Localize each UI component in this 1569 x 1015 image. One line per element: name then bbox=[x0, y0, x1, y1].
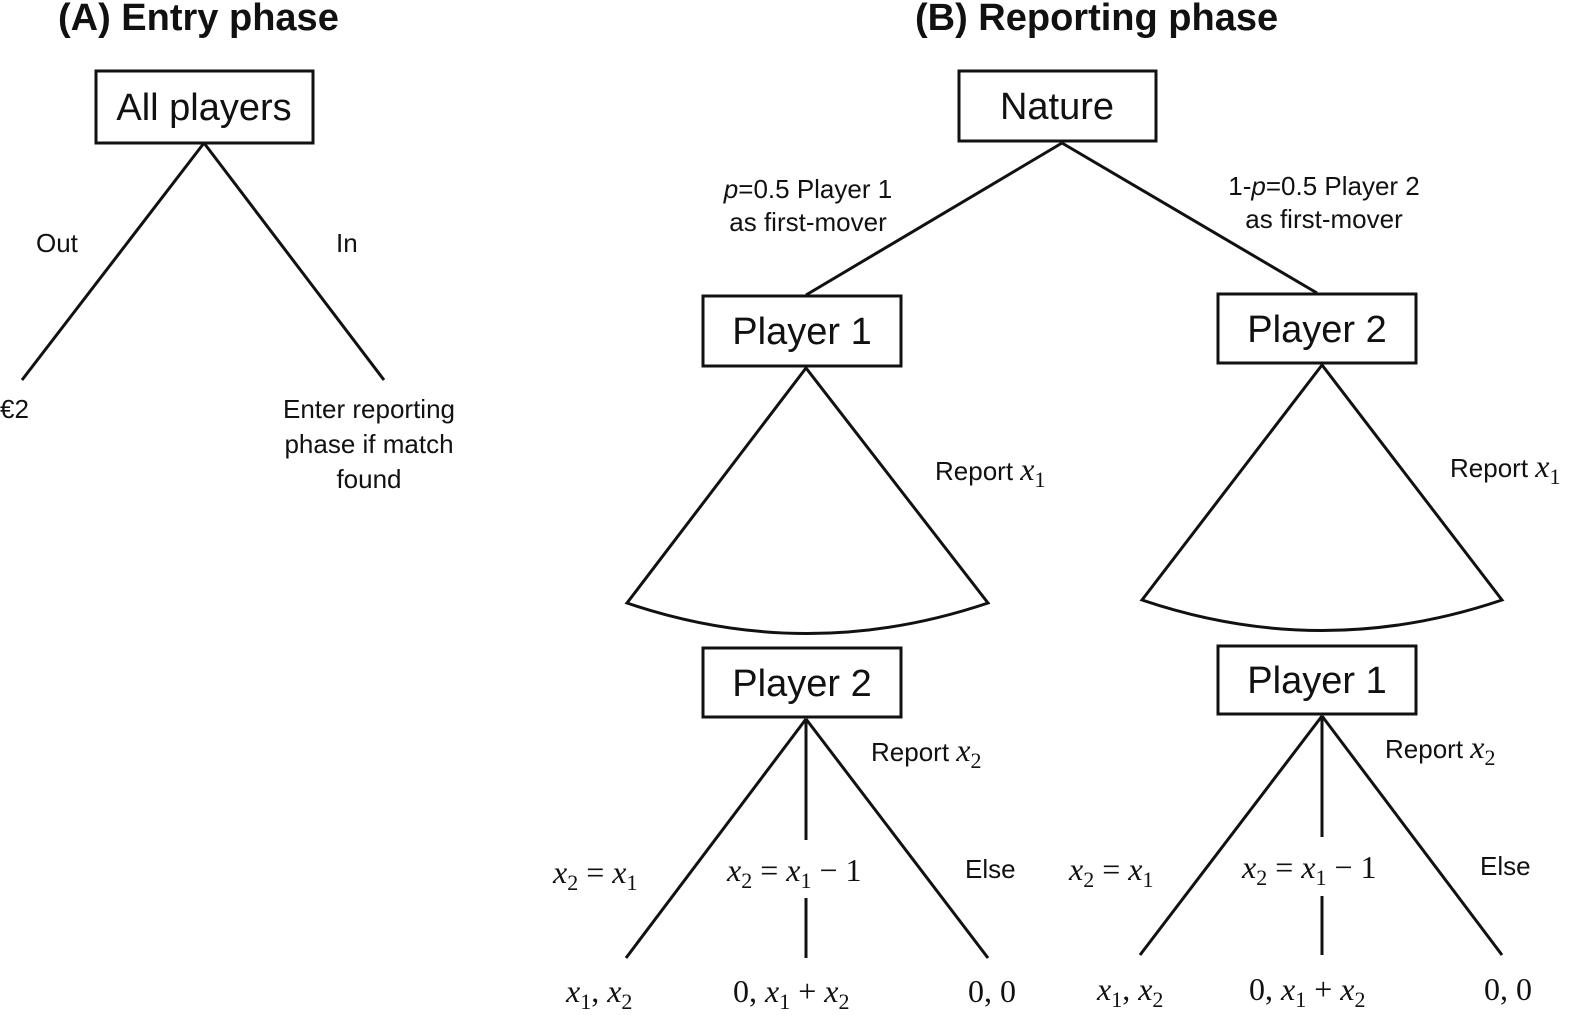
left-edge-else bbox=[804, 718, 990, 959]
edge-in-label: In bbox=[336, 228, 358, 258]
right-first-mover-label: Player 2 bbox=[1247, 309, 1386, 351]
right-edge-equal bbox=[1138, 715, 1324, 956]
right-report-second-label: Report x2 bbox=[1385, 729, 1495, 770]
right-report-fan bbox=[1139, 362, 1505, 632]
right-second-mover-label: Player 1 bbox=[1247, 660, 1386, 702]
edge-in bbox=[202, 142, 386, 381]
left-edge-equal bbox=[624, 718, 808, 959]
left-second-mover-node bbox=[701, 646, 903, 719]
edge-nature-right bbox=[1061, 141, 1318, 295]
left-condition-equal: x2 = x1 bbox=[552, 854, 637, 895]
left-payoff-minus: 0, x1 + x2 bbox=[733, 973, 849, 1014]
left-report-first-label: Report x1 bbox=[935, 451, 1045, 492]
right-branch-line-2: as first-mover bbox=[1245, 204, 1403, 234]
right-first-mover-node bbox=[1216, 292, 1418, 365]
left-condition-else: Else bbox=[965, 854, 1016, 884]
right-report-first-label: Report x1 bbox=[1450, 448, 1560, 489]
left-first-mover-node bbox=[701, 294, 903, 368]
in-outcome-line-2: phase if match bbox=[284, 429, 453, 459]
left-first-mover-label: Player 1 bbox=[732, 311, 871, 353]
nature-label: Nature bbox=[1000, 86, 1114, 128]
right-payoff-minus: 0, x1 + x2 bbox=[1249, 971, 1365, 1012]
panel-a-title: (A) Entry phase bbox=[58, 0, 339, 39]
edge-out bbox=[20, 142, 206, 381]
out-payoff: €2 bbox=[0, 394, 29, 424]
right-second-mover-node bbox=[1216, 644, 1418, 716]
right-condition-minus: x2 = x1 − 1 bbox=[1241, 849, 1377, 890]
left-condition-minus: x2 = x1 − 1 bbox=[726, 852, 862, 893]
edge-out-label: Out bbox=[36, 228, 79, 258]
left-payoff-equal: x1, x2 bbox=[565, 973, 632, 1014]
nature-node bbox=[957, 69, 1158, 143]
left-report-fan bbox=[624, 365, 991, 635]
panel-b-title: (B) Reporting phase bbox=[915, 0, 1278, 39]
right-branch-line-1: 1-p=0.5 Player 2 bbox=[1228, 171, 1420, 201]
right-payoff-else: 0, 0 bbox=[1484, 971, 1532, 1007]
left-branch-line-1: p=0.5 Player 1 bbox=[723, 174, 892, 204]
left-second-mover-label: Player 2 bbox=[732, 663, 871, 705]
all-players-label: All players bbox=[116, 87, 291, 129]
right-edge-else bbox=[1320, 715, 1504, 956]
in-outcome-line-3: found bbox=[336, 464, 401, 494]
in-outcome-line-1: Enter reporting bbox=[283, 394, 455, 424]
left-branch-line-2: as first-mover bbox=[729, 207, 887, 237]
left-report-second-label: Report x2 bbox=[871, 732, 981, 773]
right-condition-equal: x2 = x1 bbox=[1068, 851, 1153, 892]
left-payoff-else: 0, 0 bbox=[968, 973, 1016, 1009]
right-condition-else: Else bbox=[1480, 851, 1531, 881]
right-payoff-equal: x1, x2 bbox=[1096, 971, 1163, 1012]
all-players-node bbox=[94, 69, 315, 145]
edge-nature-left bbox=[805, 141, 1063, 297]
